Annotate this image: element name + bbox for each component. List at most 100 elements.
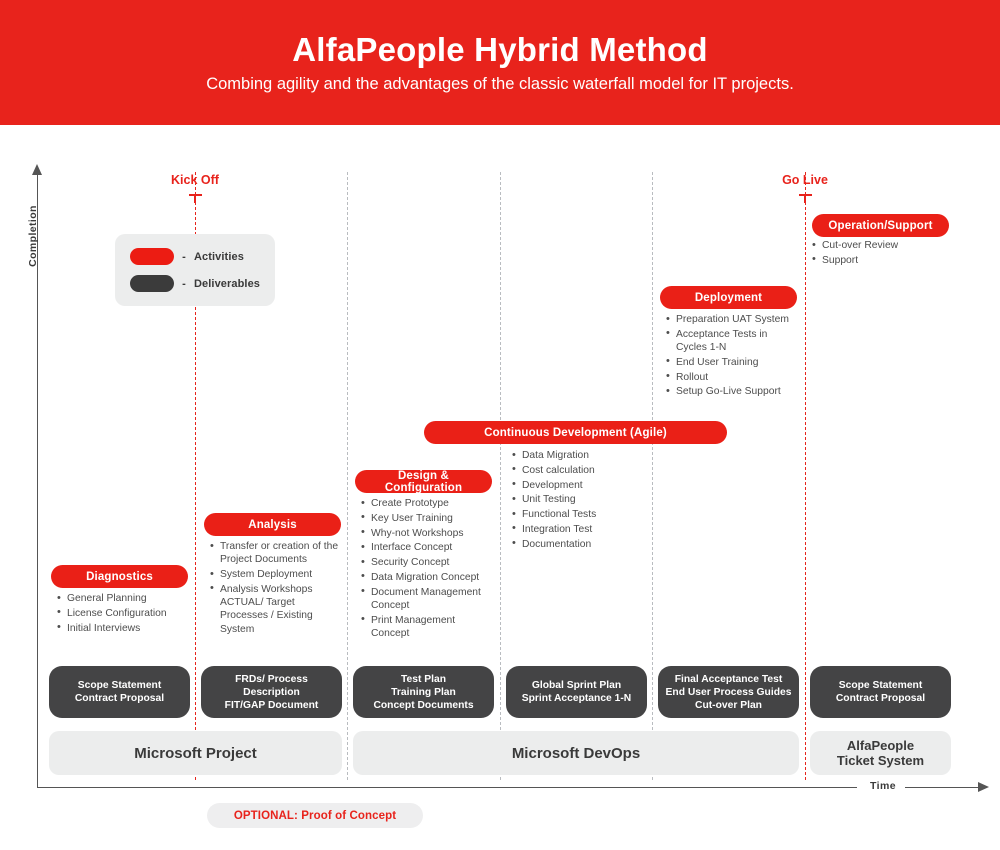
list-item: Create Prototype xyxy=(361,496,496,510)
deliverable-text: Test Plan Training Plan Concept Document… xyxy=(373,673,473,712)
tool-box-microsoft-devops[interactable]: Microsoft DevOps xyxy=(353,731,799,775)
list-item: Data Migration xyxy=(512,448,647,462)
list-item: Transfer or creation of the Project Docu… xyxy=(210,540,343,567)
tool-line: Microsoft Project xyxy=(134,744,257,762)
phase-items-diagnostics: General Planning License Configuration I… xyxy=(57,591,189,636)
list-item: Acceptance Tests in Cycles 1-N xyxy=(666,327,798,355)
list-item: License Configuration xyxy=(57,606,189,620)
list-item: End User Training xyxy=(666,355,798,369)
list-item: System Deployment xyxy=(210,568,343,582)
phase-pill-design-configuration[interactable]: Design & Configuration xyxy=(355,470,492,494)
deliverable-line: Sprint Acceptance 1-N xyxy=(521,693,632,704)
legend-item-activities: - Activities xyxy=(130,248,275,265)
y-axis-line xyxy=(37,175,38,787)
deliverable-box-diagnostics[interactable]: Scope Statement Contract Proposal xyxy=(49,666,190,718)
deliverable-text: Global Sprint Plan Sprint Acceptance 1-N xyxy=(522,679,631,705)
legend: - Activities - Deliverables xyxy=(115,234,275,306)
tool-box-alfapeople-ticket-system[interactable]: AlfaPeople Ticket System xyxy=(810,731,951,775)
deliverable-box-operation-support[interactable]: Scope Statement Contract Proposal xyxy=(810,666,951,718)
tool-box-microsoft-project[interactable]: Microsoft Project xyxy=(49,731,342,775)
divider-design-development xyxy=(500,172,501,780)
page-header: AlfaPeople Hybrid Method Combing agility… xyxy=(0,0,1000,125)
deliverable-box-deployment[interactable]: Final Acceptance Test End User Process G… xyxy=(658,666,799,718)
legend-dash-activities: - xyxy=(182,250,186,263)
tool-text: Microsoft Project xyxy=(134,745,257,762)
phase-pill-deployment[interactable]: Deployment xyxy=(660,286,797,309)
phase-pill-operation-support[interactable]: Operation/Support xyxy=(812,214,949,237)
deliverable-box-continuous-development[interactable]: Global Sprint Plan Sprint Acceptance 1-N xyxy=(506,666,647,718)
list-item: Security Concept xyxy=(361,556,496,570)
legend-dash-deliverables: - xyxy=(182,277,186,290)
phase-pill-analysis[interactable]: Analysis xyxy=(204,513,341,536)
list-item: Functional Tests xyxy=(512,508,647,522)
list-item: Interface Concept xyxy=(361,541,496,555)
phase-items-design-configuration: Create Prototype Key User Training Why-n… xyxy=(361,496,496,642)
list-item: Support xyxy=(812,253,952,267)
y-axis-arrow-icon xyxy=(32,164,42,175)
list-item: Print Management Concept xyxy=(361,613,496,641)
tool-line: Ticket System xyxy=(836,753,925,768)
deliverable-line: FIT/GAP Document xyxy=(224,699,319,711)
list-item: Preparation UAT System xyxy=(666,312,798,326)
legend-item-deliverables: - Deliverables xyxy=(130,275,275,292)
tool-line: Microsoft DevOps xyxy=(511,744,641,762)
page-title: AlfaPeople Hybrid Method xyxy=(292,30,708,68)
deliverable-box-design-configuration[interactable]: Test Plan Training Plan Concept Document… xyxy=(353,666,494,718)
list-item: Document Management Concept xyxy=(361,585,496,613)
list-item: Documentation xyxy=(512,537,647,551)
deliverable-line: Cut-over Plan xyxy=(695,699,762,711)
deliverable-line: FRDs/ Process xyxy=(235,673,308,685)
milestone-go-live-label: Go Live xyxy=(782,173,828,187)
x-axis-line-right xyxy=(905,787,980,788)
deliverable-line: Global Sprint Plan xyxy=(531,680,622,691)
deliverable-line: Scope Statement xyxy=(838,680,923,691)
x-axis-label: Time xyxy=(870,780,896,792)
milestone-go-live-cap-icon xyxy=(798,193,812,196)
divider-golive xyxy=(805,172,806,780)
phase-items-deployment: Preparation UAT System Acceptance Tests … xyxy=(666,312,798,400)
divider-analysis-design xyxy=(347,172,348,780)
list-item: Setup Go-Live Support xyxy=(666,385,798,399)
deliverable-line: Contract Proposal xyxy=(74,693,165,704)
list-item: Development xyxy=(512,478,647,492)
phase-items-analysis: Transfer or creation of the Project Docu… xyxy=(210,540,343,638)
x-axis-line-left xyxy=(37,787,857,788)
list-item: Cut-over Review xyxy=(812,238,952,252)
tool-text: Microsoft DevOps xyxy=(512,745,640,762)
list-item: Data Migration Concept xyxy=(361,570,496,584)
legend-label-deliverables: Deliverables xyxy=(194,277,261,290)
list-item: Initial Interviews xyxy=(57,621,189,635)
deliverable-text: Scope Statement Contract Proposal xyxy=(75,679,164,705)
x-axis-arrow-icon xyxy=(978,782,989,792)
list-item: Integration Test xyxy=(512,522,647,536)
milestone-go-live: Go Live xyxy=(765,174,845,203)
tool-text: AlfaPeople Ticket System xyxy=(837,738,924,769)
milestone-kick-off-stem-icon xyxy=(194,195,196,203)
deliverable-text: FRDs/ Process Description FIT/GAP Docume… xyxy=(225,673,319,712)
legend-swatch-deliverables-icon xyxy=(130,275,174,292)
milestone-kick-off: Kick Off xyxy=(155,174,235,203)
phase-pill-continuous-development[interactable]: Continuous Development (Agile) xyxy=(424,421,727,444)
list-item: Cost calculation xyxy=(512,463,647,477)
deliverable-line: End User Process Guides xyxy=(665,686,792,698)
deliverable-line: Scope Statement xyxy=(77,680,162,691)
milestone-kick-off-cap-icon xyxy=(188,193,202,196)
list-item: Why-not Workshops xyxy=(361,526,496,540)
deliverable-text: Final Acceptance Test End User Process G… xyxy=(666,673,792,712)
tool-line: AlfaPeople xyxy=(846,737,915,753)
page-subtitle: Combing agility and the advantages of th… xyxy=(206,74,794,93)
deliverable-line: Test Plan xyxy=(400,673,446,685)
list-item: Analysis Workshops ACTUAL/ Target Proces… xyxy=(210,582,343,636)
phase-items-continuous-development: Data Migration Cost calculation Developm… xyxy=(512,448,647,553)
phase-pill-diagnostics[interactable]: Diagnostics xyxy=(51,565,188,588)
list-item: Rollout xyxy=(666,370,798,384)
legend-swatch-activities-icon xyxy=(130,248,174,265)
deliverable-box-analysis[interactable]: FRDs/ Process Description FIT/GAP Docume… xyxy=(201,666,342,718)
milestone-go-live-stem-icon xyxy=(804,195,806,203)
footnote-proof-of-concept: OPTIONAL: Proof of Concept xyxy=(207,803,423,828)
deliverable-line: Concept Documents xyxy=(373,699,474,711)
deliverable-text: Scope Statement Contract Proposal xyxy=(836,679,925,705)
deliverable-line: Training Plan xyxy=(391,686,456,698)
list-item: Key User Training xyxy=(361,511,496,525)
